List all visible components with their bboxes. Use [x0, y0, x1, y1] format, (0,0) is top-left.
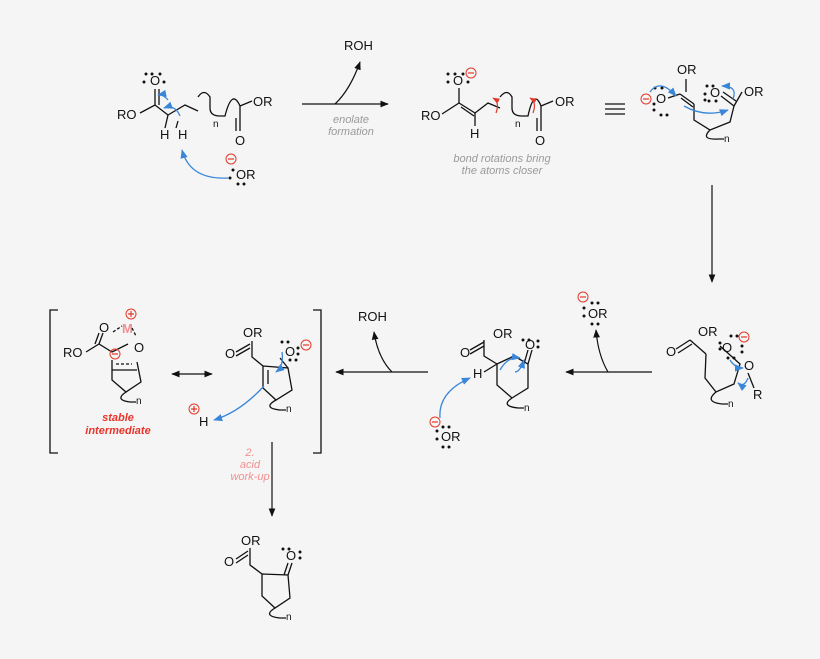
elimination-arrow: OR — [565, 291, 652, 376]
svg-text:O: O — [286, 548, 296, 563]
tetra-n-label: n — [728, 399, 734, 410]
keto-n-label: n — [524, 403, 530, 414]
svg-text:O: O — [535, 133, 545, 148]
rotated-or-right: OR — [744, 84, 764, 99]
product-n-label: n — [286, 612, 292, 623]
roh-reagent-mid: ROH — [358, 309, 387, 324]
svg-text:O: O — [460, 345, 470, 360]
roh-reagent-top: ROH — [344, 38, 373, 53]
svg-text:O: O — [285, 344, 295, 359]
metal-label: M — [122, 321, 133, 336]
keto-or-label: OR — [493, 326, 513, 341]
workup-step-number: 2. — [244, 447, 254, 459]
rotated-conformer: OR O n O OR — [640, 62, 764, 145]
abstracted-hydrogen: H — [178, 127, 187, 142]
workup-arrow: 2. acid work-up — [230, 442, 276, 517]
enolate-ro-label: RO — [421, 108, 441, 123]
ro-group-label: RO — [117, 107, 137, 122]
leaving-or-label: OR — [588, 306, 608, 321]
workup-caption-1: acid — [240, 459, 261, 471]
stable-caption-1: stable — [102, 412, 134, 424]
svg-text:O: O — [453, 73, 463, 88]
svg-text:O: O — [99, 320, 109, 335]
base-or-label: OR — [236, 167, 256, 182]
svg-text:O: O — [656, 91, 666, 106]
tetrahedral-intermediate: OR O n O O R — [666, 324, 762, 410]
keto-h-label: H — [473, 366, 482, 381]
svg-text:O: O — [710, 85, 720, 100]
cyclic-enolate-or: OR — [243, 325, 263, 340]
enolate-formation-caption-2: formation — [328, 126, 374, 138]
equivalence-sign — [605, 103, 625, 115]
svg-text:O: O — [235, 133, 245, 148]
repeat-n-label: n — [213, 119, 219, 130]
cyclic-enolate-n: n — [286, 404, 292, 415]
beta-ketoester: OR O n O H OR — [429, 326, 540, 449]
cyclic-enolate: OR O n O H — [188, 325, 312, 429]
deprotonation-arrow: ROH — [335, 309, 428, 376]
tetra-r-label: R — [753, 387, 762, 402]
tetra-or-label: OR — [698, 324, 718, 339]
enolate-n-label: n — [515, 119, 521, 130]
enolate-h-label: H — [470, 126, 479, 141]
chelate-n-label: n — [136, 396, 142, 407]
stable-caption-2: intermediate — [85, 425, 150, 437]
svg-text:O: O — [744, 358, 754, 373]
or-group-label: OR — [253, 94, 273, 109]
resonance-bracket — [49, 309, 322, 454]
svg-text:O: O — [150, 73, 160, 88]
rotated-n-label: n — [724, 134, 730, 145]
rotated-or-top: OR — [677, 62, 697, 77]
product-or-label: OR — [241, 533, 261, 548]
chelate-ro-label: RO — [63, 345, 83, 360]
enolate-or-label: OR — [555, 94, 575, 109]
metal-chelate: RO O M O n stable intermediate — [63, 308, 151, 437]
alpha-hydrogen: H — [160, 127, 169, 142]
enolate-formation-caption-1: enolate — [333, 114, 369, 126]
proton-label: H — [199, 414, 208, 429]
svg-text:O: O — [666, 344, 676, 359]
svg-text:O: O — [224, 554, 234, 569]
svg-text:O: O — [525, 337, 535, 352]
final-product: OR O n O — [224, 533, 302, 623]
svg-text:O: O — [225, 346, 235, 361]
svg-text:O: O — [722, 340, 732, 355]
enolate-formation-arrow: ROH enolate formation — [302, 38, 389, 138]
svg-text:O: O — [134, 340, 144, 355]
workup-caption-2: work-up — [230, 471, 269, 483]
enolate-intermediate: O RO H n O OR bond rotations bring the a… — [421, 67, 575, 177]
bond-rotation-caption-1: bond rotations bring — [453, 153, 551, 165]
bond-rotation-caption-2: the atoms closer — [462, 165, 544, 177]
keto-base-or: OR — [441, 429, 461, 444]
starting-diester: RO O H H n O OR — [117, 72, 273, 148]
base-alkoxide: OR — [180, 149, 256, 186]
